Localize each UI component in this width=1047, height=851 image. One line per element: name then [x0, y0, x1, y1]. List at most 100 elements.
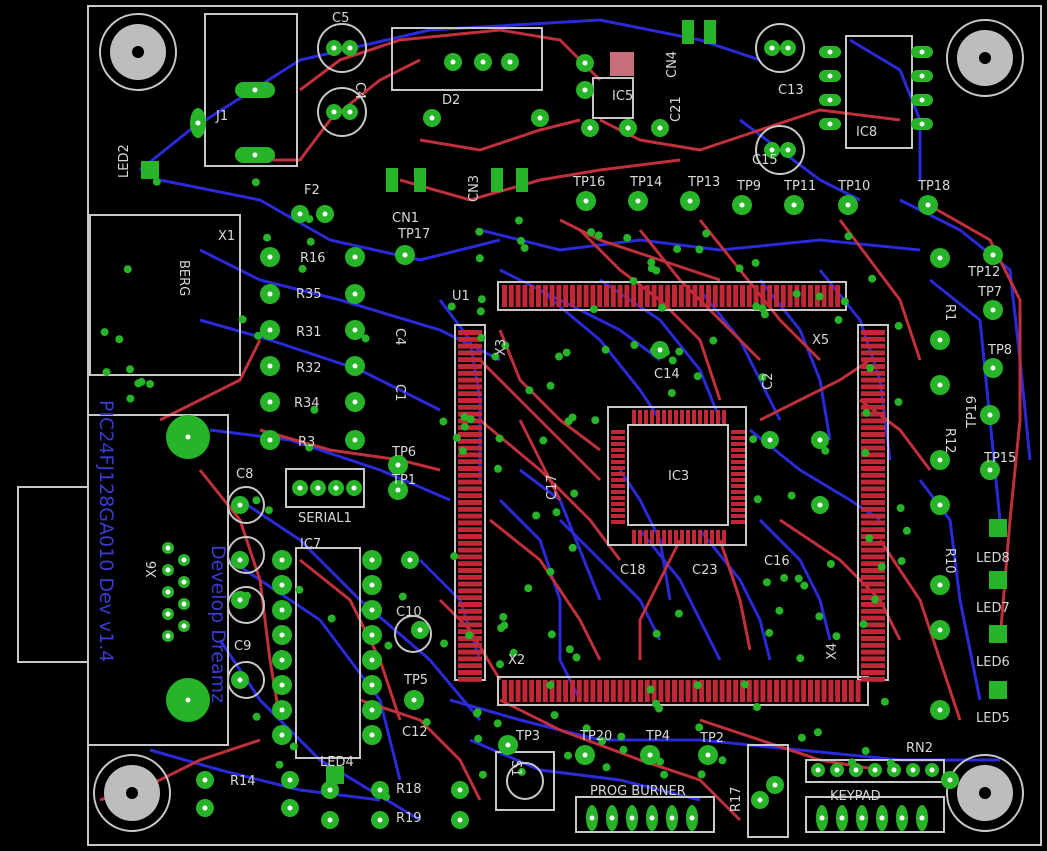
- smd-pad: [710, 530, 714, 544]
- via: [775, 606, 784, 615]
- via: [894, 398, 903, 406]
- pad-hole: [587, 125, 593, 131]
- via: [751, 258, 760, 267]
- component-label-r3: R3: [298, 435, 315, 450]
- smd-pad: [861, 425, 885, 431]
- smd-pad: [542, 680, 548, 702]
- via: [477, 333, 486, 342]
- smd-pad: [861, 466, 885, 471]
- component-label-r14: R14: [230, 774, 256, 789]
- component-label-c23: C23: [692, 563, 718, 578]
- smd-pad: [731, 520, 745, 524]
- component-label-tp7: TP7: [977, 285, 1002, 300]
- smd-pad: [706, 285, 711, 307]
- smd-pad: [861, 540, 885, 546]
- via: [758, 373, 767, 382]
- smd-pad: [861, 663, 885, 669]
- smd-pad: [842, 680, 847, 702]
- via: [515, 216, 523, 225]
- smd-pad: [760, 285, 766, 307]
- smd-pad: [656, 410, 660, 424]
- via: [886, 759, 895, 768]
- pad-hole: [919, 49, 925, 55]
- via: [500, 621, 509, 630]
- pad-hole: [879, 815, 885, 821]
- smd-pad: [861, 547, 885, 553]
- smd-pad: [583, 680, 589, 702]
- pad-hole: [181, 579, 187, 585]
- smd-pad: [861, 649, 885, 655]
- smd-pad: [458, 670, 482, 675]
- via: [753, 495, 762, 504]
- pad-hole: [582, 87, 588, 93]
- smd-pad: [662, 410, 666, 424]
- smd-pad: [556, 680, 562, 702]
- mounting-hole-center: [979, 787, 991, 799]
- via: [602, 763, 611, 772]
- smd-pad: [731, 484, 745, 488]
- component-label-r10: R10: [942, 548, 957, 574]
- smd-pad: [624, 680, 630, 702]
- smd-pad: [458, 676, 482, 682]
- smd-pad: [861, 432, 885, 437]
- smd-pad: [787, 680, 793, 702]
- via: [361, 605, 370, 614]
- smd-pad: [458, 438, 482, 444]
- smd-pad: [861, 670, 885, 675]
- component-label-cn1: CN1: [392, 211, 419, 226]
- smd-pad: [861, 629, 885, 635]
- smd-pad: [686, 410, 690, 424]
- component-label-led7: LED7: [976, 601, 1010, 616]
- mounting-hole: [99, 13, 177, 91]
- component-label-x4: X4: [825, 643, 840, 660]
- via: [499, 613, 508, 621]
- pad-hole: [267, 437, 273, 443]
- led-pad: [141, 161, 159, 179]
- pad-hole: [369, 632, 375, 638]
- via: [572, 653, 581, 662]
- component-label-c21: C21: [669, 96, 684, 122]
- smd-pad: [780, 285, 786, 307]
- pad-hole: [919, 97, 925, 103]
- pad-hole: [937, 707, 943, 713]
- pad-hole: [395, 487, 401, 493]
- led-pad: [989, 681, 1007, 699]
- via: [564, 751, 572, 760]
- smd-pad: [861, 574, 885, 580]
- smd-pad: [861, 513, 885, 519]
- pad-hole: [369, 732, 375, 738]
- component-label-tp14: TP14: [629, 175, 662, 190]
- pad-hole: [202, 805, 208, 811]
- pad-hole: [507, 59, 513, 65]
- component-label-led6: LED6: [976, 655, 1010, 670]
- via: [263, 233, 272, 242]
- smd-pad: [861, 357, 885, 363]
- smd-pad: [861, 554, 885, 560]
- component-label-c2: C2: [761, 373, 776, 390]
- smd-pad: [563, 285, 569, 307]
- smd-pad: [861, 438, 885, 444]
- smd-pad: [731, 460, 745, 464]
- smd-pad: [644, 530, 648, 544]
- via: [547, 630, 556, 639]
- smd-pad: [731, 448, 745, 452]
- smd-pad: [604, 285, 609, 307]
- pad-hole: [937, 382, 943, 388]
- smd-pad: [610, 285, 616, 307]
- component-label-serial1: SERIAL1: [298, 511, 352, 526]
- capacitor-outline: [317, 23, 367, 73]
- pad-hole: [583, 198, 589, 204]
- smd-pad: [861, 568, 885, 573]
- component-label-cn4: CN4: [665, 51, 680, 78]
- via: [866, 364, 875, 373]
- via: [568, 413, 577, 422]
- smd-pad: [576, 680, 582, 702]
- via: [123, 265, 132, 274]
- via: [422, 718, 431, 727]
- board-title-text: PIC24FJ128GA010 Dev v1.4: [95, 400, 117, 662]
- led-pad: [989, 625, 1007, 643]
- smd-pad: [458, 391, 482, 397]
- smd-pad: [861, 527, 885, 533]
- via: [582, 724, 591, 733]
- smd-pad: [861, 486, 885, 492]
